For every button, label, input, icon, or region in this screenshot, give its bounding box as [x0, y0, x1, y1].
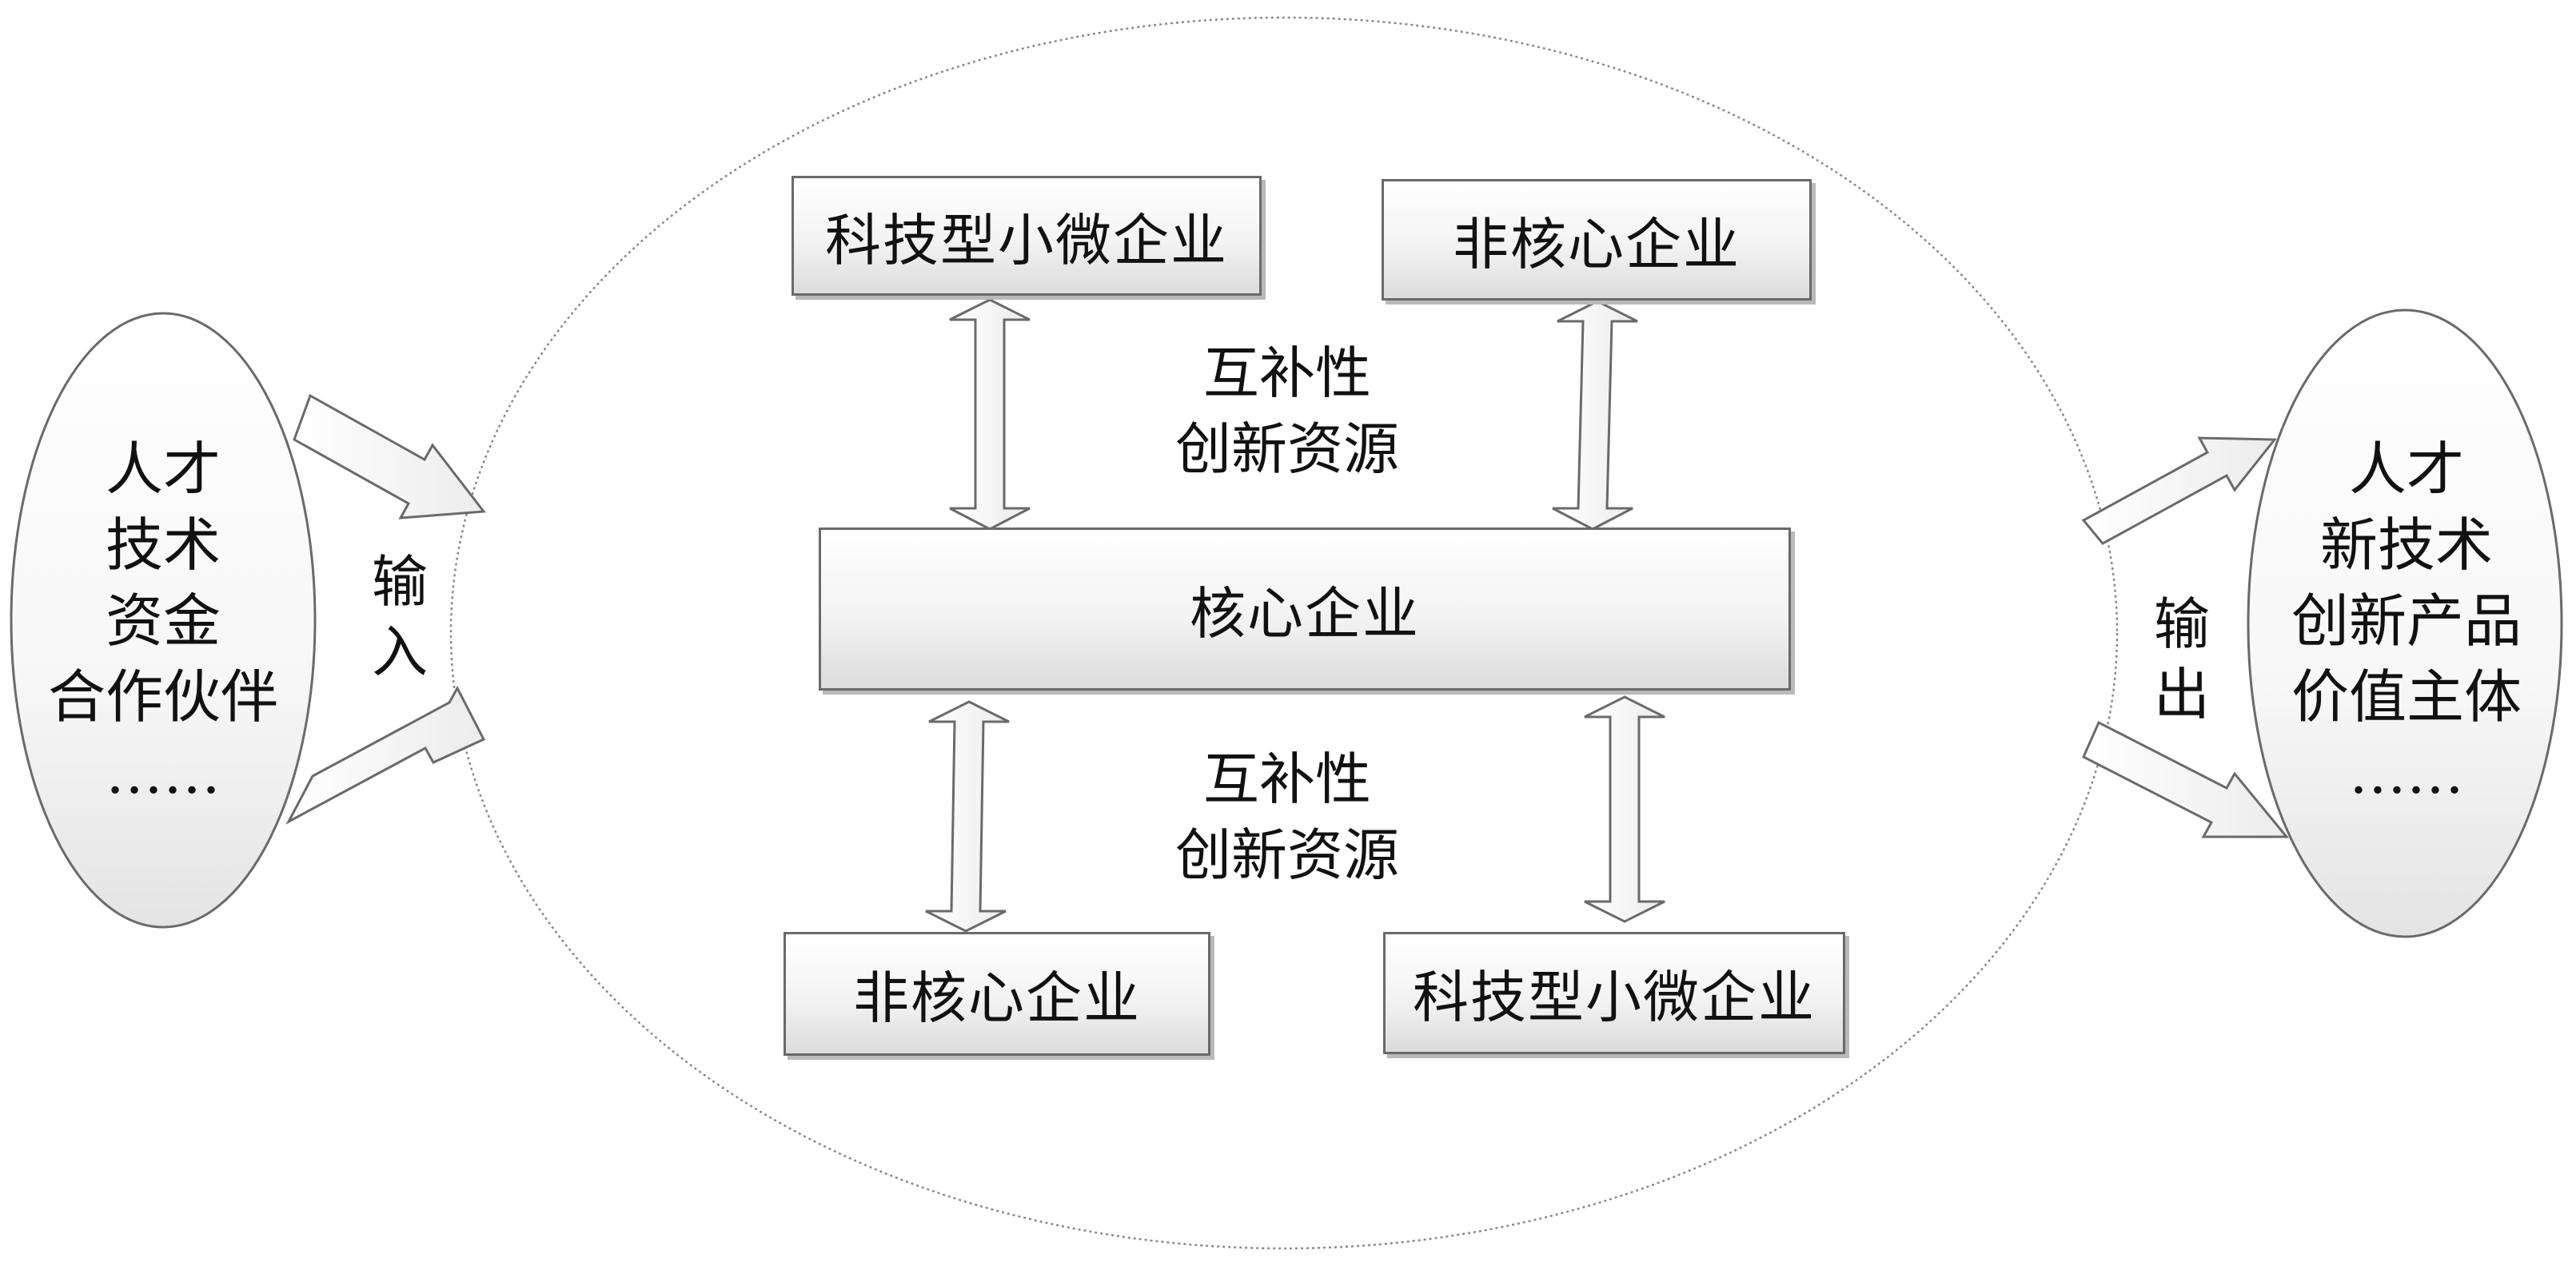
box-core-enterprise-label: 核心企业 — [1190, 580, 1420, 647]
output-label: 输 出 — [2146, 590, 2218, 730]
input-item: 人才 — [105, 436, 221, 503]
output-item: …… — [2349, 739, 2464, 807]
box-tech-smes-bottom: 科技型小微企业 — [1383, 932, 1845, 1054]
output-ellipse — [2247, 309, 2563, 938]
relation-label-bottom: 互补性 创新资源 — [1151, 742, 1423, 893]
box-noncore-top: 非核心企业 — [1382, 179, 1812, 301]
output-label-char: 输 — [2154, 591, 2210, 657]
input-item: …… — [106, 739, 221, 807]
output-label-char: 出 — [2154, 661, 2210, 727]
relation-bottom-line1: 互补性 — [1203, 746, 1371, 812]
input-item: 合作伙伴 — [47, 663, 278, 731]
output-arrow-upper — [2081, 436, 2278, 545]
relation-label-top: 互补性 创新资源 — [1151, 336, 1423, 487]
output-item: 价值主体 — [2291, 663, 2522, 731]
relation-top-line2: 创新资源 — [1175, 416, 1399, 482]
output-item: 创新产品 — [2291, 587, 2522, 655]
box-noncore-top-label: 非核心企业 — [1453, 211, 1741, 277]
box-tech-smes-bottom-label: 科技型小微企业 — [1413, 965, 1816, 1030]
output-arrow-lower — [2082, 720, 2290, 838]
ecosystem-ellipse — [449, 16, 2119, 1250]
input-label: 输 入 — [364, 547, 436, 687]
input-label-char: 输 — [372, 549, 428, 615]
output-items: 人才 新技术 创新产品 价值主体 …… — [2263, 432, 2550, 811]
input-arrow-lower — [285, 685, 486, 825]
output-item: 人才 — [2348, 436, 2464, 503]
double-arrow-top-left — [949, 298, 1031, 531]
input-ellipse — [10, 312, 317, 929]
box-noncore-bottom-label: 非核心企业 — [853, 965, 1141, 1031]
double-arrow-bottom-right — [1584, 695, 1665, 923]
relation-bottom-line2: 创新资源 — [1175, 822, 1399, 888]
double-arrow-top-right — [1552, 300, 1638, 531]
box-tech-smes-top: 科技型小微企业 — [792, 176, 1262, 296]
box-noncore-bottom: 非核心企业 — [784, 932, 1210, 1056]
input-label-char: 入 — [372, 619, 428, 685]
relation-top-line1: 互补性 — [1203, 340, 1371, 406]
input-item: 技术 — [105, 512, 221, 579]
output-item: 新技术 — [2319, 512, 2493, 579]
input-item: 资金 — [105, 587, 221, 655]
box-core-enterprise: 核心企业 — [819, 528, 1791, 691]
box-tech-smes-top-label: 科技型小微企业 — [825, 207, 1228, 273]
input-arrow-upper — [293, 393, 486, 520]
input-items: 人才 技术 资金 合作伙伴 …… — [27, 432, 299, 811]
double-arrow-bottom-left — [925, 700, 1010, 933]
